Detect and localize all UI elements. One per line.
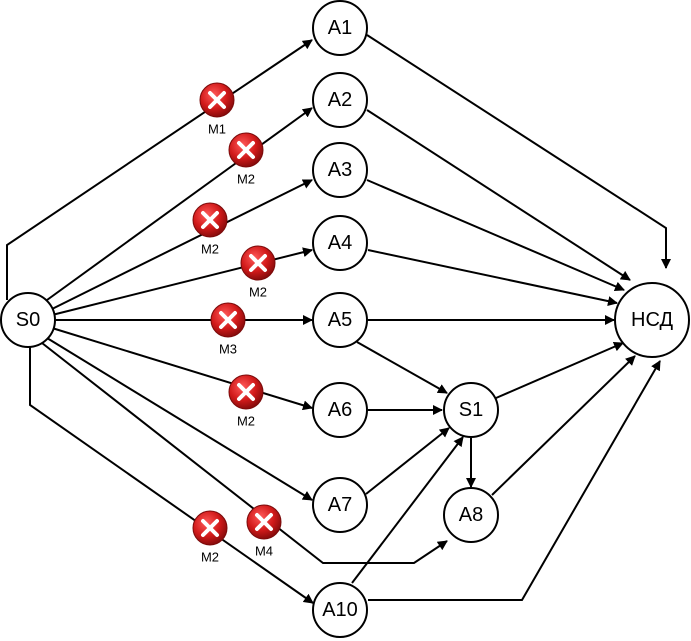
error-x-icon: [210, 302, 246, 338]
error-x-icon: [240, 245, 276, 281]
marker-m2-a6: M2: [228, 374, 264, 429]
marker-label: M2: [237, 172, 255, 187]
marker-m2-a4: M2: [240, 245, 276, 300]
edge-s0-a2: [46, 107, 313, 301]
marker-m2-a3: M2: [192, 202, 228, 257]
marker-m2-a10: M2: [192, 510, 228, 565]
edge-a7-s1: [365, 427, 450, 495]
edge-a4-nsd: [367, 249, 618, 307]
marker-label: M2: [201, 550, 219, 565]
marker-m4-a8: M4: [246, 504, 282, 559]
node-a6: A6: [312, 382, 368, 438]
marker-m3-a5: M3: [210, 302, 246, 357]
node-a3: A3: [312, 142, 368, 198]
edge-a10-nsd: [368, 360, 661, 601]
edge-s1-nsd: [495, 341, 624, 399]
node-a4: A4: [312, 215, 368, 271]
edge-a3-nsd: [366, 179, 625, 292]
error-x-icon: [246, 504, 282, 540]
marker-label: M1: [208, 122, 226, 137]
error-x-icon: [199, 82, 235, 118]
node-label: S0: [16, 309, 40, 331]
edge-a1-nsd: [366, 34, 671, 269]
edge-a8-nsd: [491, 355, 636, 496]
node-a5: A5: [312, 292, 368, 348]
node-a7: A7: [312, 477, 368, 533]
node-s0: S0: [0, 292, 56, 348]
edge-a5-s1: [356, 341, 448, 394]
node-label: A6: [328, 399, 352, 421]
node-label: A7: [328, 494, 352, 516]
edge-s0-a7: [46, 337, 313, 501]
node-label: НСД: [631, 309, 673, 331]
node-label: A2: [328, 89, 352, 111]
edge-a2-nsd: [366, 109, 631, 281]
node-nsd: НСД: [614, 282, 690, 358]
node-a1: A1: [312, 0, 368, 56]
node-label: A4: [328, 232, 352, 254]
node-a8: A8: [443, 487, 499, 543]
edge-s0-a3: [49, 179, 313, 311]
marker-label: M2: [201, 242, 219, 257]
edge-a10-s1: [351, 436, 464, 584]
marker-label: M3: [219, 342, 237, 357]
node-label: A10: [322, 599, 358, 621]
error-x-icon: [192, 510, 228, 546]
error-x-icon: [228, 132, 264, 168]
node-a2: A2: [312, 72, 368, 128]
marker-m1-a1: M1: [199, 82, 235, 137]
marker-label: M2: [249, 285, 267, 300]
node-s1: S1: [443, 382, 499, 438]
node-label: A5: [328, 309, 352, 331]
markers: M1 M2 M2 M2: [192, 82, 282, 565]
node-label: S1: [459, 399, 483, 421]
marker-label: M2: [237, 414, 255, 429]
error-x-icon: [192, 202, 228, 238]
error-x-icon: [228, 374, 264, 410]
node-a10: A10: [312, 582, 368, 638]
node-label: A8: [459, 504, 483, 526]
edge-s0-a6: [51, 327, 313, 411]
node-label: A3: [328, 159, 352, 181]
marker-label: M4: [255, 544, 273, 559]
node-label: A1: [328, 17, 352, 39]
marker-m2-a2: M2: [228, 132, 264, 187]
edge-s0-a8: [41, 342, 448, 564]
edges: [6, 34, 671, 604]
